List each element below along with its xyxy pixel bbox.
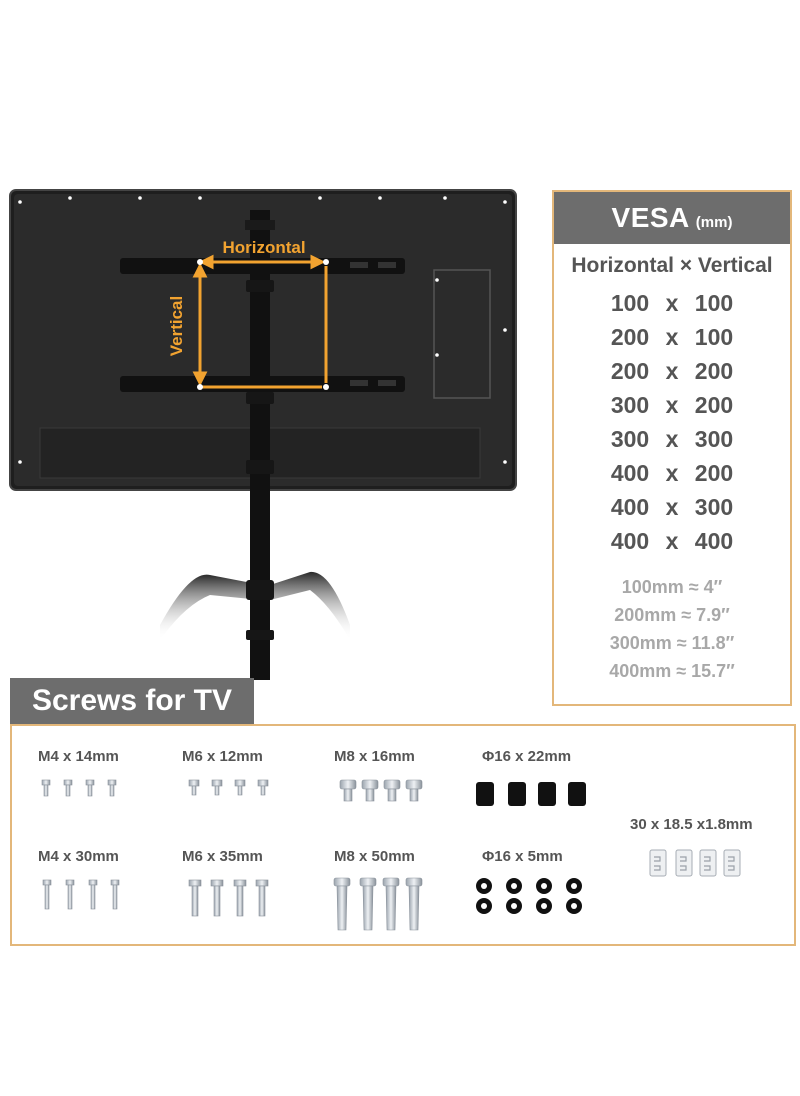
conversion: 100mm ≈ 4″ xyxy=(621,577,723,597)
vesa-panel: VESA (mm) Horizontal × Vertical 100 x 10… xyxy=(552,190,792,706)
horizontal-label: Horizontal xyxy=(222,238,305,257)
hardware-label: Φ16 x 22mm xyxy=(482,748,572,765)
screw-m4-30-icon xyxy=(42,879,120,910)
screw-m4-14-icon xyxy=(41,779,117,797)
conversion: 200mm ≈ 7.9″ xyxy=(614,605,730,625)
screws-box xyxy=(10,724,796,946)
conversion: 400mm ≈ 15.7″ xyxy=(609,661,735,681)
vesa-header: VESA (mm) xyxy=(554,192,790,244)
vesa-size: 100 x 100 xyxy=(610,290,734,316)
conversion: 300mm ≈ 11.8″ xyxy=(609,633,735,653)
screw-m6-35-icon xyxy=(188,879,269,917)
bracket-plate-icon xyxy=(649,849,741,877)
vesa-title: VESA xyxy=(611,202,690,233)
vertical-label: Vertical xyxy=(167,296,186,357)
screw-m8-16-icon xyxy=(339,779,423,802)
vesa-size: 300 x 200 xyxy=(610,392,734,418)
vesa-size: 400 x 200 xyxy=(610,460,734,486)
hardware-label: M6 x 12mm xyxy=(182,748,263,765)
hardware-label: M4 x 14mm xyxy=(38,748,119,765)
hardware-illustrations xyxy=(41,779,741,931)
vesa-size: 200 x 100 xyxy=(610,324,734,350)
spacer-16-22-icon xyxy=(476,782,586,806)
washer-16-5-icon xyxy=(476,878,582,914)
hardware-label: M8 x 50mm xyxy=(334,848,415,865)
vesa-size: 400 x 300 xyxy=(610,494,734,520)
screws-title: Screws for TV xyxy=(31,684,233,717)
screws-header: Screws for TV xyxy=(10,678,254,724)
screw-m6-12-icon xyxy=(188,779,269,796)
hardware-label: M4 x 30mm xyxy=(38,848,119,865)
hardware-label: M6 x 35mm xyxy=(182,848,263,865)
tv-mount-illustration: Horizontal Vertical xyxy=(9,189,517,680)
vesa-size: 300 x 300 xyxy=(610,426,734,452)
hardware-label: 30 x 18.5 x1.8mm xyxy=(630,816,753,833)
vesa-size: 200 x 200 xyxy=(610,358,734,384)
hardware-label: M8 x 16mm xyxy=(334,748,415,765)
vesa-subtitle: Horizontal × Vertical xyxy=(571,254,773,277)
vesa-unit: (mm) xyxy=(695,213,733,231)
screw-m8-50-icon xyxy=(333,877,423,931)
vesa-size: 400 x 400 xyxy=(610,528,734,554)
hardware-label: Φ16 x 5mm xyxy=(482,848,563,865)
